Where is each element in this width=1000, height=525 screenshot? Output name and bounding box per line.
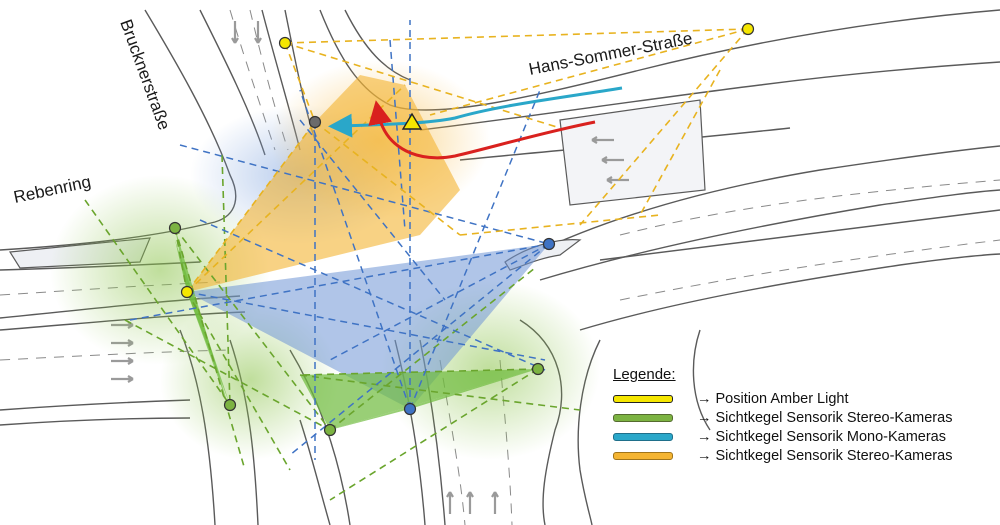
stereo-camera-sensor: [323, 423, 337, 437]
legend-row-mono: → Sichtkegel Sensorik Mono-Kameras: [613, 427, 993, 446]
stereo-camera-sensor: [531, 362, 545, 376]
gray-sensor: [308, 115, 322, 129]
street-label-rebenring: Rebenring: [12, 172, 93, 207]
lane-arrow-icon: [109, 374, 135, 384]
sight-lines-orange: [186, 28, 749, 293]
amber-light-sensor: [278, 36, 292, 50]
arrow-icon: →: [697, 390, 712, 407]
legend: Legende: → Position Amber Light → Sichtk…: [613, 366, 993, 465]
legend-swatch-yellow: [613, 394, 673, 403]
amber-light-sensor: [180, 285, 194, 299]
legend-title: Legende:: [613, 366, 676, 383]
legend-swatch-orange: [613, 451, 673, 460]
arrow-icon: →: [697, 409, 712, 426]
legend-label: Sichtkegel Sensorik Stereo-Kameras: [715, 447, 953, 464]
street-label-bruckner: Brucknerstraße: [116, 17, 174, 133]
legend-row-stereo-green: → Sichtkegel Sensorik Stereo-Kameras: [613, 408, 993, 427]
legend-row-stereo-orange: → Sichtkegel Sensorik Stereo-Kameras: [613, 446, 993, 465]
legend-swatch-green: [613, 413, 673, 422]
sensor-points: [168, 22, 755, 437]
legend-row-amber: → Position Amber Light: [613, 389, 993, 408]
legend-swatch-cyan: [613, 432, 673, 441]
stereo-camera-sensor: [168, 221, 182, 235]
sight-lines-green: [84, 154, 581, 501]
lane-arrow-icon: [490, 490, 500, 516]
street-label-hans-sommer: Hans-Sommer-Straße: [527, 29, 694, 79]
lane-arrow-icon: [465, 490, 475, 516]
arrow-icon: →: [697, 428, 712, 445]
arrow-icon: →: [697, 447, 712, 464]
vehicle-paths: [328, 86, 623, 160]
stereo-camera-sensor: [223, 398, 237, 412]
warning-triangle-icon: [401, 112, 423, 130]
legend-label: Position Amber Light: [715, 390, 849, 407]
sight-lines-blue: [129, 20, 550, 460]
amber-light-sensor: [741, 22, 755, 36]
mono-camera-sensor: [403, 402, 417, 416]
legend-label: Sichtkegel Sensorik Stereo-Kameras: [715, 409, 953, 426]
lane-arrow-icon: [253, 19, 263, 45]
mono-camera-sensor: [542, 237, 556, 251]
legend-label: Sichtkegel Sensorik Mono-Kameras: [715, 428, 947, 445]
lane-arrow-icon: [445, 490, 455, 516]
